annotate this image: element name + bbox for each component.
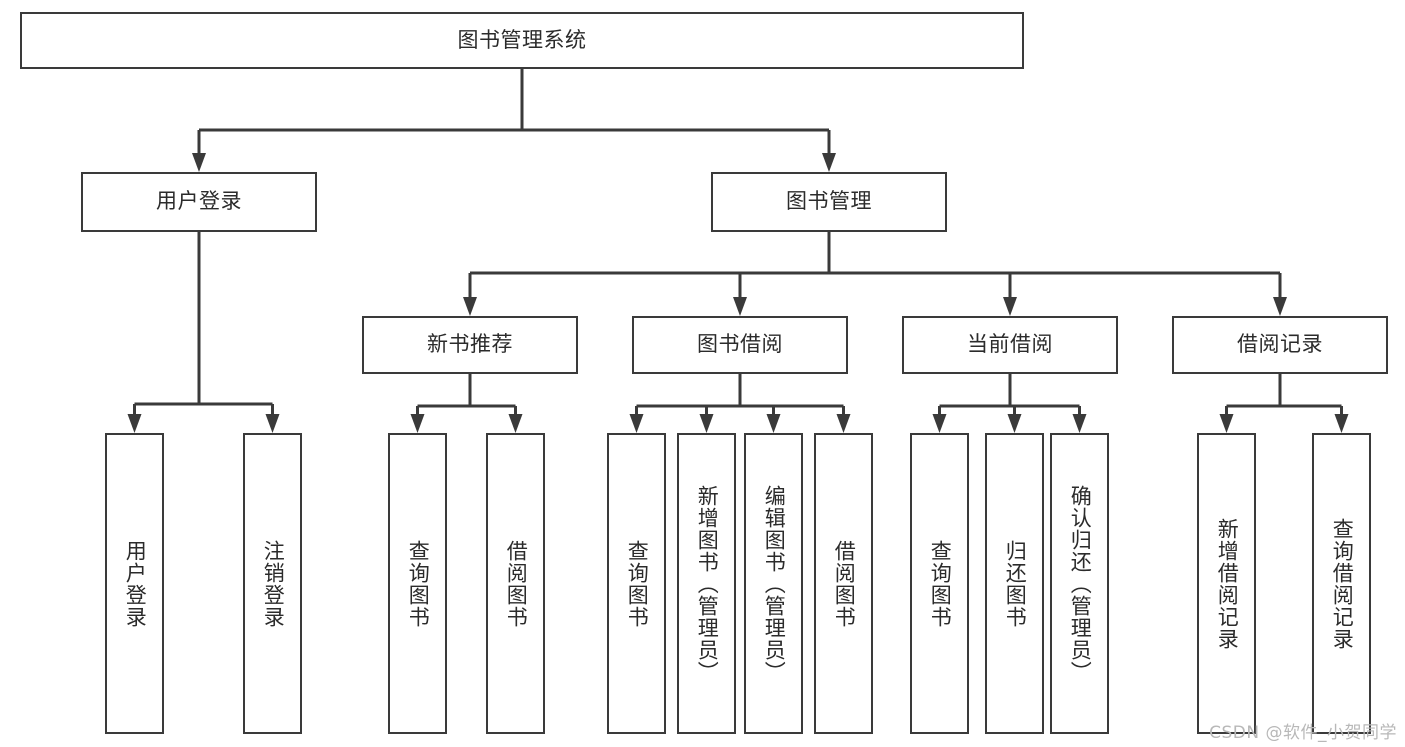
node-label-leaf-user-login: 用户登录 (123, 539, 148, 628)
node-root[interactable]: 图书管理系统 (20, 12, 1024, 69)
node-label-leaf-query-book-current: 查询图书 (928, 539, 953, 628)
node-leaf-add-book-admin[interactable]: 新增图书（管理员） (677, 433, 736, 734)
arrowhead (629, 414, 644, 433)
node-leaf-logout-login[interactable]: 注销登录 (243, 433, 302, 734)
node-leaf-query-book-recommend[interactable]: 查询图书 (388, 433, 447, 734)
node-leaf-return-book[interactable]: 归还图书 (985, 433, 1044, 734)
node-label-leaf-add-book-admin: 新增图书（管理员） (695, 484, 720, 683)
node-leaf-edit-book-admin[interactable]: 编辑图书（管理员） (744, 433, 803, 734)
arrowhead (192, 153, 206, 172)
node-label-leaf-edit-book-admin: 编辑图书（管理员） (762, 484, 787, 683)
node-current-borrow[interactable]: 当前借阅 (902, 316, 1118, 374)
node-book-borrow[interactable]: 图书借阅 (632, 316, 848, 374)
node-new-book-recommend[interactable]: 新书推荐 (362, 316, 578, 374)
node-label-borrow-record: 借阅记录 (1237, 332, 1323, 357)
arrowhead (1003, 297, 1017, 316)
arrowhead (463, 297, 477, 316)
node-label-leaf-return-book: 归还图书 (1003, 539, 1028, 628)
node-label-user-login: 用户登录 (156, 189, 242, 214)
arrowhead (1072, 414, 1087, 433)
node-label-leaf-confirm-return-admin: 确认归还（管理员） (1068, 484, 1093, 683)
node-label-leaf-query-borrow-record: 查询借阅记录 (1330, 517, 1355, 650)
node-label-leaf-logout-login: 注销登录 (261, 539, 286, 628)
arrowhead (836, 414, 851, 433)
node-label-leaf-borrow-book-recommend: 借阅图书 (504, 539, 529, 628)
node-label-new-book-recommend: 新书推荐 (427, 332, 513, 357)
node-book-manage[interactable]: 图书管理 (711, 172, 947, 232)
arrowhead (766, 414, 781, 433)
node-label-current-borrow: 当前借阅 (967, 332, 1053, 357)
node-leaf-borrow-book-recommend[interactable]: 借阅图书 (486, 433, 545, 734)
node-label-leaf-add-borrow-record: 新增借阅记录 (1215, 517, 1240, 650)
arrowhead (1219, 414, 1234, 433)
arrowhead (1334, 414, 1349, 433)
node-leaf-borrow-book[interactable]: 借阅图书 (814, 433, 873, 734)
node-leaf-add-borrow-record[interactable]: 新增借阅记录 (1197, 433, 1256, 734)
arrowhead (410, 414, 425, 433)
node-label-book-borrow: 图书借阅 (697, 332, 783, 357)
node-label-leaf-query-book-recommend: 查询图书 (406, 539, 431, 628)
arrowhead (1273, 297, 1287, 316)
node-leaf-query-book-borrow[interactable]: 查询图书 (607, 433, 666, 734)
arrowhead (1007, 414, 1022, 433)
node-user-login[interactable]: 用户登录 (81, 172, 317, 232)
arrowhead (127, 414, 142, 433)
node-leaf-query-book-current[interactable]: 查询图书 (910, 433, 969, 734)
node-borrow-record[interactable]: 借阅记录 (1172, 316, 1388, 374)
node-label-book-manage: 图书管理 (786, 189, 872, 214)
node-label-root: 图书管理系统 (457, 27, 587, 52)
node-label-leaf-borrow-book: 借阅图书 (832, 539, 857, 628)
watermark: CSDN @软件_小贺同学 (1209, 723, 1397, 743)
arrowhead (265, 414, 280, 433)
node-leaf-confirm-return-admin[interactable]: 确认归还（管理员） (1050, 433, 1109, 734)
node-label-leaf-query-book-borrow: 查询图书 (625, 539, 650, 628)
node-leaf-query-borrow-record[interactable]: 查询借阅记录 (1312, 433, 1371, 734)
arrowhead (932, 414, 947, 433)
arrowhead (822, 153, 836, 172)
arrowhead (699, 414, 714, 433)
node-leaf-user-login[interactable]: 用户登录 (105, 433, 164, 734)
arrowhead (733, 297, 747, 316)
arrowhead (508, 414, 523, 433)
